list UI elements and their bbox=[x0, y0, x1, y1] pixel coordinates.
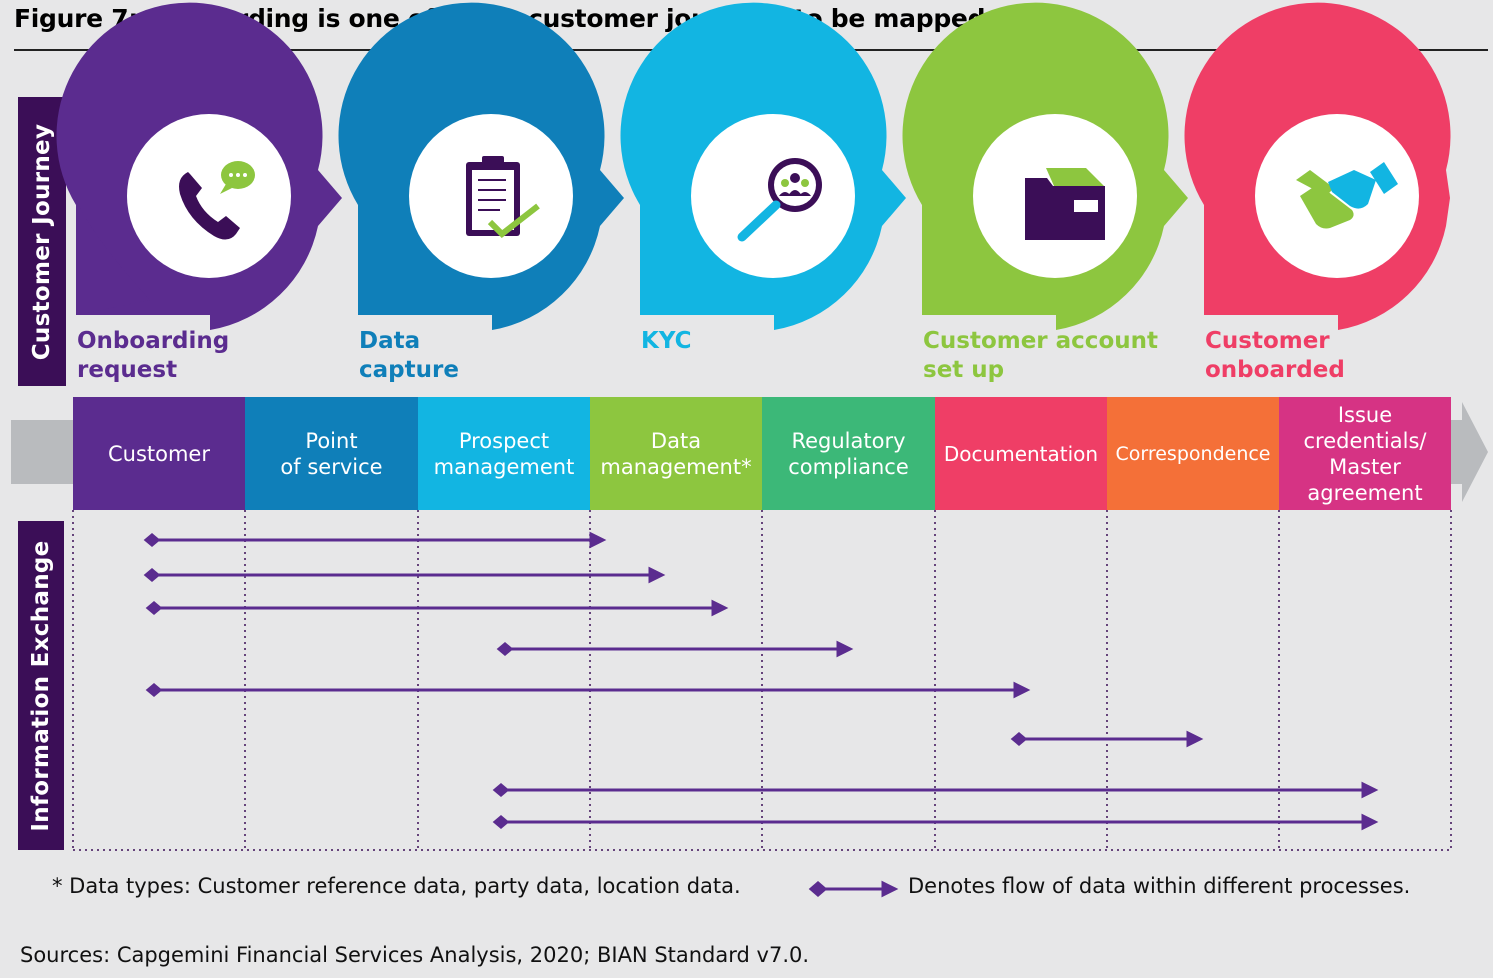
stage-customer-onboarded-bubble bbox=[1184, 2, 1451, 330]
folder-icon bbox=[1025, 168, 1105, 240]
process-customer: Customer bbox=[73, 397, 245, 510]
process-band-arrow bbox=[11, 402, 1488, 502]
handshake-icon bbox=[1296, 162, 1398, 229]
information-exchange-tab: Information Exchange bbox=[18, 521, 64, 850]
flow-arrows bbox=[143, 531, 1379, 831]
flow-arrow-5 bbox=[145, 681, 1031, 699]
flow-arrow-4 bbox=[496, 640, 854, 658]
flow-arrow-1 bbox=[143, 531, 607, 549]
clipboard-check-icon bbox=[466, 156, 540, 238]
legend-text: Denotes flow of data within different pr… bbox=[908, 874, 1411, 898]
stage-label-kyc: KYC bbox=[641, 328, 692, 354]
flow-arrow-6 bbox=[1010, 730, 1204, 748]
legend-arrow-icon bbox=[808, 880, 899, 898]
exchange-grid bbox=[72, 510, 1452, 851]
stage-customer-account-bubble bbox=[902, 2, 1188, 331]
sources-note: Sources: Capgemini Financial Services An… bbox=[20, 943, 810, 967]
flow-arrow-7 bbox=[492, 781, 1379, 799]
phone-chat-icon bbox=[179, 161, 255, 240]
magnifier-people-icon bbox=[737, 158, 822, 242]
process-correspondence: Correspondence bbox=[1107, 397, 1279, 510]
flow-arrow-3 bbox=[145, 599, 729, 617]
stage-onboarding-request-bubble bbox=[56, 2, 342, 331]
flow-arrow-2 bbox=[143, 566, 666, 584]
stage-kyc-bubble bbox=[620, 2, 906, 331]
data-types-footnote: * Data types: Customer reference data, p… bbox=[52, 874, 741, 898]
process-documentation: Documentation bbox=[935, 397, 1107, 510]
flow-arrow-8 bbox=[492, 813, 1379, 831]
